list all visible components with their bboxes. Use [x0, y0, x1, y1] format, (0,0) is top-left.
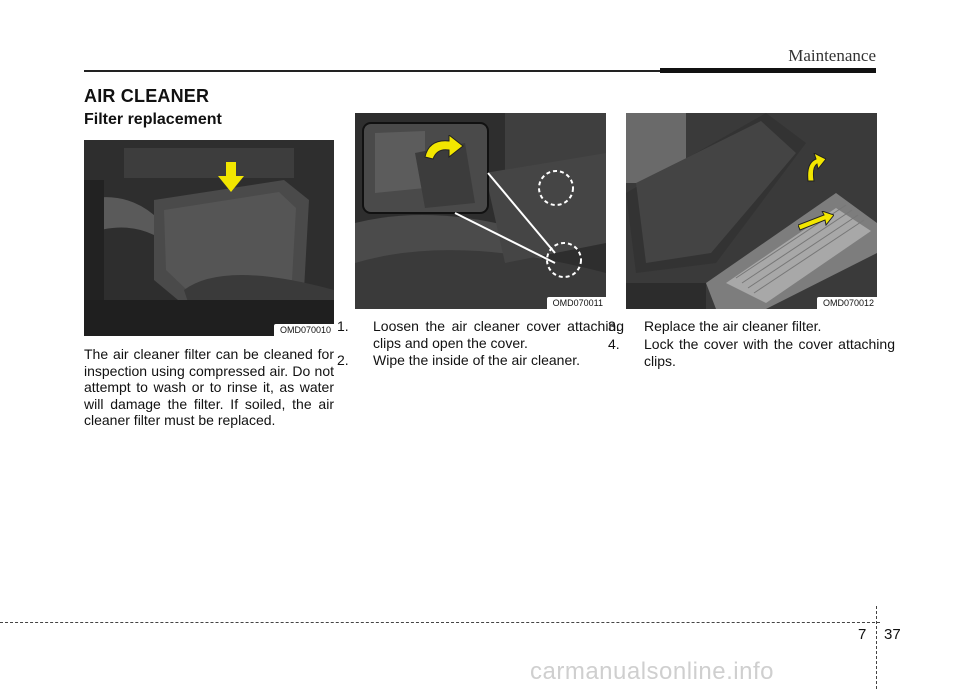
- down-arrow-icon: [218, 162, 244, 192]
- footer-divider: [876, 606, 877, 689]
- watermark: carmanualsonline.info: [530, 658, 774, 685]
- footer-rule: [0, 622, 880, 623]
- clip-closeup-illustration: [355, 113, 606, 309]
- page-number: 37: [884, 626, 901, 643]
- subsection-title: Filter replacement: [84, 111, 222, 128]
- chapter-number: 7: [858, 626, 867, 643]
- curved-arrow-icon: [424, 135, 464, 160]
- figure-caption: OMD070011: [546, 297, 606, 309]
- step-item: 2. Wipe the inside of the air cleaner.: [337, 352, 624, 369]
- step-text: Replace the air cleaner filter.: [644, 318, 822, 334]
- step-number: 2.: [337, 352, 349, 368]
- air-cleaner-illustration: [84, 140, 334, 336]
- step-number: 4.: [608, 336, 620, 352]
- step-item: 4. Lock the cover with the cover attachin…: [608, 336, 895, 369]
- step-text: Lock the cover with the cover attaching …: [644, 336, 895, 369]
- insert-arrow-icon: [798, 211, 834, 231]
- step-item: 1. Loosen the air cleaner cover attaching…: [337, 318, 624, 351]
- engine-photo-1: OMD070010: [84, 140, 334, 336]
- header-rule-accent: [660, 68, 876, 73]
- figure-caption: OMD070010: [273, 324, 334, 336]
- step-text: Loosen the air cleaner cover attaching c…: [373, 318, 624, 351]
- step-item: 3. Replace the air cleaner filter.: [608, 318, 895, 335]
- header-title: Maintenance: [788, 46, 876, 65]
- description-paragraph: The air cleaner filter can be cleaned fo…: [84, 346, 334, 428]
- figure-caption: OMD070012: [816, 297, 877, 309]
- step-number: 3.: [608, 318, 620, 334]
- step-number: 1.: [337, 318, 349, 334]
- clip-arrow-icon: [807, 153, 826, 182]
- step-text: Wipe the inside of the air cleaner.: [373, 352, 581, 368]
- engine-photo-3: OMD070012: [626, 113, 877, 309]
- section-title: AIR CLEANER: [84, 86, 210, 106]
- header-rule: [84, 70, 660, 72]
- engine-photo-2: OMD070011: [355, 113, 606, 309]
- filter-replacement-illustration: [626, 113, 877, 309]
